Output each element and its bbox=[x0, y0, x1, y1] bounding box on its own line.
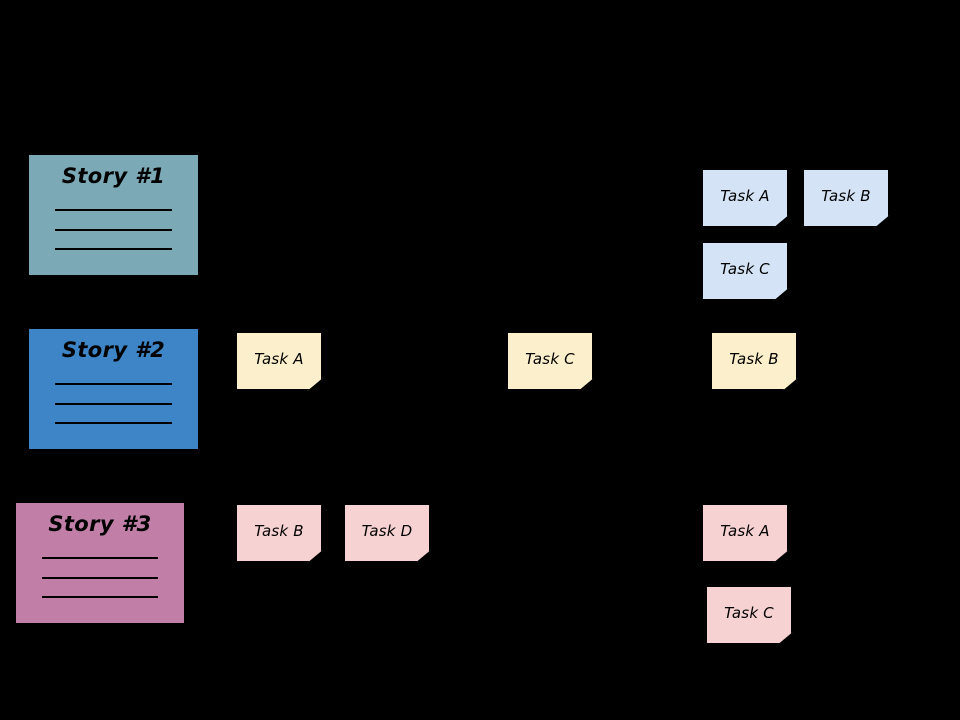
task-label: Task B bbox=[254, 522, 304, 540]
task-label: Task C bbox=[720, 260, 770, 278]
story-detail-line bbox=[42, 557, 158, 560]
story-card[interactable]: Story #3 bbox=[14, 501, 186, 625]
task-label: Task B bbox=[821, 187, 871, 205]
story-detail-lines bbox=[29, 188, 198, 275]
story-detail-line bbox=[42, 595, 158, 598]
task-card-fold bbox=[769, 543, 789, 563]
task-label: Task B bbox=[729, 350, 779, 368]
task-label: Task A bbox=[720, 522, 770, 540]
task-card-fold bbox=[574, 371, 594, 391]
corner-fold-icon bbox=[579, 377, 594, 391]
task-card-fold bbox=[303, 543, 323, 563]
story-detail-line bbox=[55, 209, 172, 212]
corner-fold-icon bbox=[774, 287, 789, 301]
story-detail-line bbox=[55, 228, 172, 231]
story-detail-line bbox=[55, 247, 172, 250]
story-title: Story #2 bbox=[61, 338, 166, 362]
story-detail-line bbox=[55, 383, 172, 386]
task-card-fold bbox=[773, 625, 793, 645]
story-detail-line bbox=[55, 421, 172, 424]
story-title: Story #3 bbox=[48, 512, 152, 536]
corner-fold-icon bbox=[774, 549, 789, 563]
corner-fold-icon bbox=[875, 214, 890, 228]
story-detail-line bbox=[42, 576, 158, 579]
corner-fold-icon bbox=[783, 377, 798, 391]
task-card-fold bbox=[870, 208, 890, 228]
task-label: Task C bbox=[525, 350, 575, 368]
task-label: Task A bbox=[720, 187, 770, 205]
story-detail-lines bbox=[29, 362, 198, 449]
task-card-fold bbox=[769, 281, 789, 301]
task-label: Task C bbox=[724, 604, 774, 622]
corner-fold-icon bbox=[416, 549, 431, 563]
story-detail-line bbox=[55, 402, 172, 405]
story-card[interactable]: Story #2 bbox=[27, 327, 200, 451]
task-card-fold bbox=[769, 208, 789, 228]
story-card[interactable]: Story #1 bbox=[27, 153, 200, 277]
task-label: Task D bbox=[361, 522, 413, 540]
story-title: Story #1 bbox=[61, 164, 166, 188]
task-card[interactable]: Task A bbox=[701, 168, 789, 228]
task-card-fold bbox=[303, 371, 323, 391]
corner-fold-icon bbox=[308, 549, 323, 563]
task-label: Task A bbox=[254, 350, 304, 368]
story-detail-lines bbox=[16, 536, 184, 623]
task-card[interactable]: Task A bbox=[235, 331, 323, 391]
corner-fold-icon bbox=[774, 214, 789, 228]
task-card-fold bbox=[778, 371, 798, 391]
corner-fold-icon bbox=[308, 377, 323, 391]
corner-fold-icon bbox=[778, 631, 793, 645]
task-card-fold bbox=[411, 543, 431, 563]
